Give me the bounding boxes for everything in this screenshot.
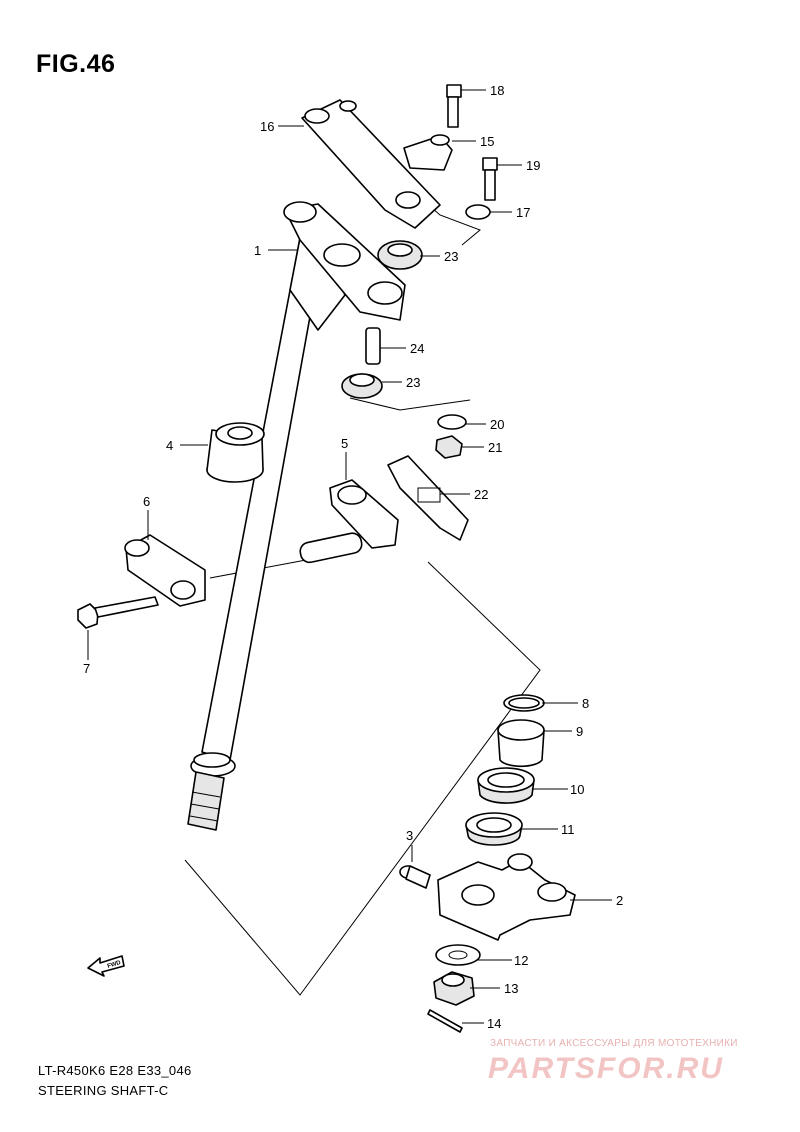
callout-11: 11 [561,822,575,837]
part-upper-holder [283,201,406,321]
callout-8: 8 [582,696,589,711]
part-collar-24 [365,327,381,365]
part-bolts-top [446,84,498,201]
callout-23-lower: 23 [406,375,420,390]
callout-18: 18 [490,83,504,98]
part-bushings [341,240,423,399]
callout-15: 15 [480,134,494,149]
callout-labels: 1 2 3 4 5 6 7 8 9 10 11 12 13 14 15 16 1… [83,83,623,1031]
callout-2: 2 [616,893,623,908]
fwd-label: FWD [107,960,122,970]
part-boot [206,422,265,483]
model-code-caption: LT-R450K6 E28 E33_046 [38,1063,192,1078]
callout-5: 5 [341,436,348,451]
part-nut-21 [435,435,463,459]
part-nut-13 [433,971,475,1006]
callout-21: 21 [488,440,502,455]
watermark-tagline: ЗАПЧАСТИ И АКСЕССУАРЫ ДЛЯ МОТОТЕХНИКИ [490,1038,738,1049]
part-plate-22 [387,455,469,541]
fwd-arrow-icon: FWD [87,955,125,977]
part-steering-shaft [187,237,346,831]
callout-13: 13 [504,981,518,996]
callout-9: 9 [576,724,583,739]
callout-10: 10 [570,782,584,797]
callout-22: 22 [474,487,488,502]
part-handlebar-lower-holder [301,99,441,229]
part-washer-17 [465,204,491,220]
part-bolt-3 [399,865,431,889]
callout-20: 20 [490,417,504,432]
part-bolt-7 [77,596,159,629]
callout-16: 16 [260,119,274,134]
callout-23-upper: 23 [444,249,458,264]
figure-title: FIG.46 [36,50,116,78]
callout-17: 17 [516,205,530,220]
diagram-name-caption: STEERING SHAFT-C [38,1083,169,1098]
part-steering-arm [437,853,576,941]
part-handlebar-upper-holder [403,134,453,171]
callout-4: 4 [166,438,173,453]
part-washer-20 [437,414,467,430]
part-cotter-pin [427,1009,463,1033]
callout-12: 12 [514,953,528,968]
callout-3: 3 [406,828,413,843]
part-spacer [299,532,363,564]
callout-6: 6 [143,494,150,509]
callout-19: 19 [526,158,540,173]
part-shaft-holder [329,479,399,549]
part-washer-12 [435,944,481,966]
callout-14: 14 [487,1016,501,1031]
part-bearing-stack [465,694,545,846]
callout-7: 7 [83,661,90,676]
callout-24: 24 [410,341,424,356]
watermark-brand: PARTSFOR.RU [488,1052,724,1085]
leader-lines [87,89,612,1024]
part-lower-holder [124,534,206,607]
callout-1: 1 [254,243,261,258]
